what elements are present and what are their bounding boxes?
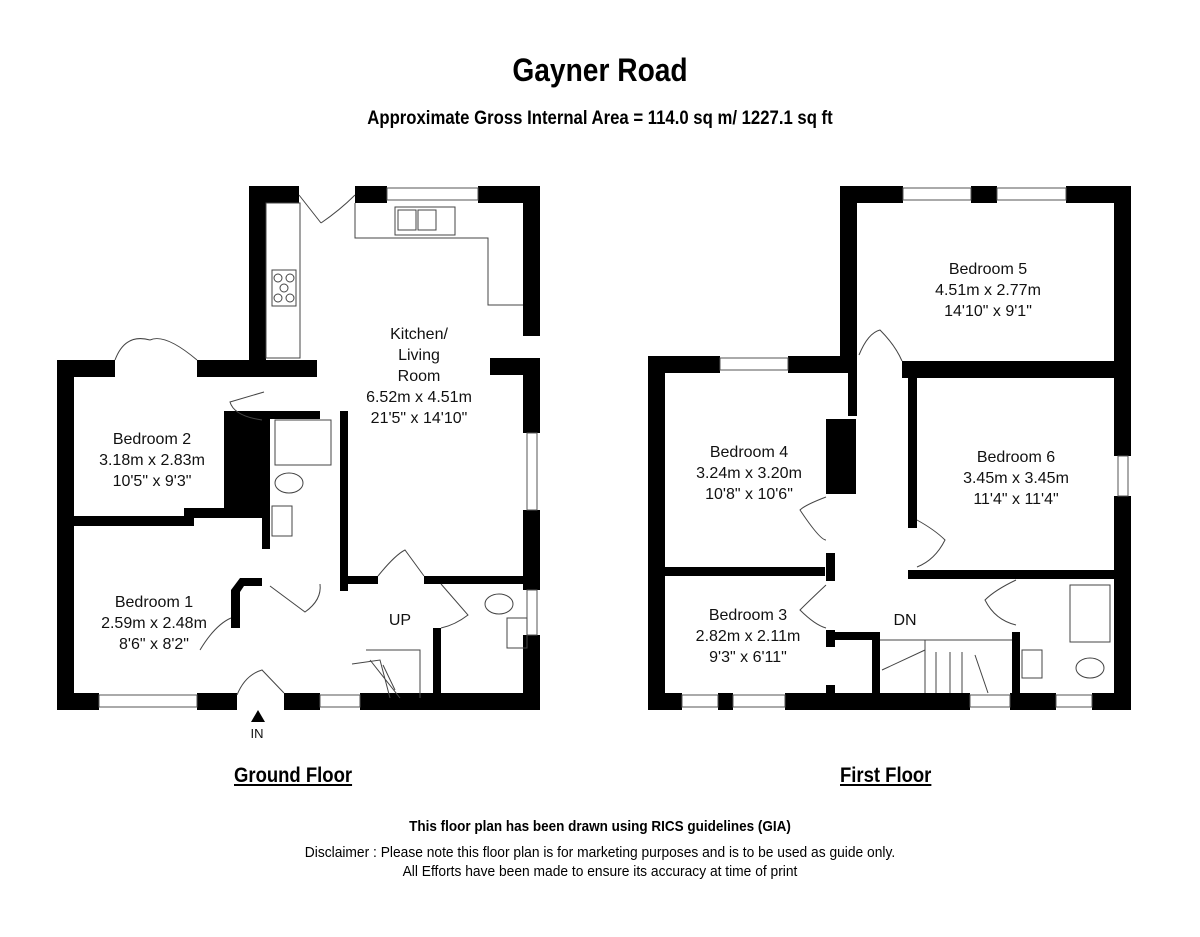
first-floor-plan bbox=[648, 186, 1131, 710]
room-kitchen-imperial: 21'5" x 14'10" bbox=[371, 410, 468, 427]
room-kitchen-name3: Room bbox=[398, 368, 441, 385]
room-bedroom4-name: Bedroom 4 bbox=[710, 444, 788, 461]
plan-title: Gayner Road bbox=[512, 52, 688, 88]
room-kitchen-name: Kitchen/ bbox=[390, 326, 448, 343]
room-bedroom5-name: Bedroom 5 bbox=[949, 261, 1027, 278]
room-bedroom1-name: Bedroom 1 bbox=[115, 594, 193, 611]
stairs-up-label: UP bbox=[389, 612, 411, 629]
disclaimer-line-1: Disclaimer : Please note this floor plan… bbox=[304, 844, 896, 861]
room-kitchen-name2: Living bbox=[398, 347, 440, 364]
rics-guidelines-note: This floor plan has been drawn using RIC… bbox=[409, 818, 791, 835]
room-bedroom2-metric: 3.18m x 2.83m bbox=[99, 452, 205, 469]
room-bedroom6-imperial: 11'4" x 11'4" bbox=[973, 491, 1058, 508]
disclaimer-line-2: All Efforts have been made to ensure its… bbox=[402, 863, 798, 880]
room-bedroom3-imperial: 9'3" x 6'11" bbox=[709, 649, 787, 666]
room-bedroom2-name: Bedroom 2 bbox=[113, 431, 191, 448]
stairs-down-label: DN bbox=[893, 612, 916, 629]
room-bedroom5-metric: 4.51m x 2.77m bbox=[935, 282, 1041, 299]
room-bedroom6-name: Bedroom 6 bbox=[977, 449, 1055, 466]
room-bedroom5-imperial: 14'10" x 9'1" bbox=[944, 303, 1032, 320]
room-bedroom6-metric: 3.45m x 3.45m bbox=[963, 470, 1069, 487]
room-bedroom2-imperial: 10'5" x 9'3" bbox=[113, 473, 192, 490]
room-bedroom4-imperial: 10'8" x 10'6" bbox=[705, 486, 793, 503]
gross-area: Approximate Gross Internal Area = 114.0 … bbox=[367, 108, 833, 129]
ground-floor-label: Ground Floor bbox=[234, 764, 353, 787]
ground-floor-plan bbox=[57, 186, 540, 722]
entrance-label: IN bbox=[251, 726, 264, 741]
room-kitchen-metric: 6.52m x 4.51m bbox=[366, 389, 472, 406]
room-bedroom3-metric: 2.82m x 2.11m bbox=[696, 628, 801, 645]
room-bedroom1-imperial: 8'6" x 8'2" bbox=[119, 636, 189, 653]
room-bedroom4-metric: 3.24m x 3.20m bbox=[696, 465, 802, 482]
room-bedroom3-name: Bedroom 3 bbox=[709, 607, 787, 624]
room-bedroom1-metric: 2.59m x 2.48m bbox=[101, 615, 207, 632]
first-floor-label: First Floor bbox=[840, 764, 932, 787]
